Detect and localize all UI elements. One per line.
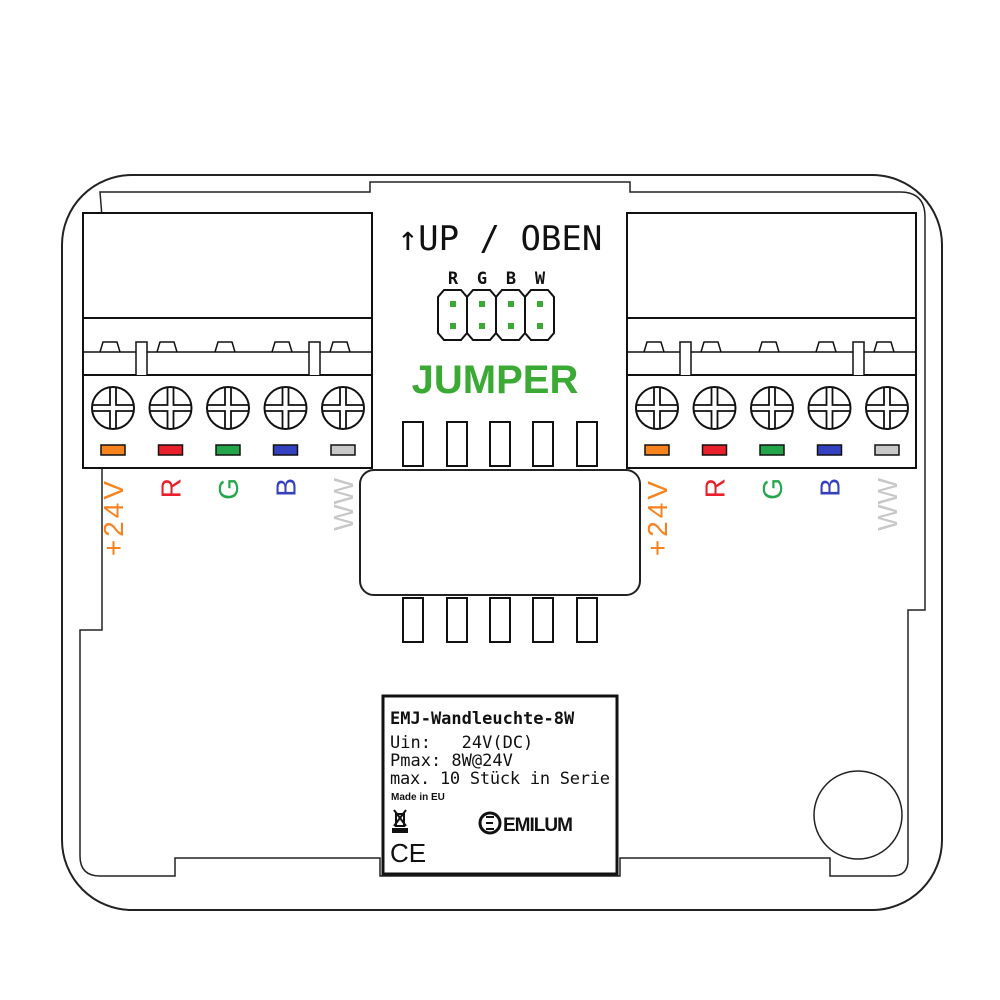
jumper-pin-label: W — [535, 269, 546, 289]
jumper-pin — [479, 301, 485, 307]
contact-pad — [576, 421, 598, 467]
wire-color-marker — [644, 444, 670, 456]
terminal-label: G — [757, 478, 788, 500]
jumper-pin — [479, 323, 485, 329]
nameplate-line-uin: Uin: 24V(DC) — [390, 733, 533, 753]
jumper-pin-pair[interactable] — [495, 289, 526, 341]
connector-left: +24V R G B WW — [82, 113, 373, 556]
screw-icon[interactable] — [148, 171, 193, 430]
terminal-label: B — [815, 478, 846, 497]
screw-icon[interactable] — [692, 386, 737, 715]
jumper-pin — [450, 323, 456, 329]
latch-tab — [99, 341, 121, 353]
center-module — [359, 469, 641, 596]
jumper-pin — [508, 301, 514, 307]
terminal-label: WW — [872, 477, 903, 530]
jumper-title: JUMPER — [412, 358, 579, 402]
latch-tab — [214, 341, 236, 353]
emilum-logo-icon — [478, 811, 502, 835]
divider-rib — [679, 341, 692, 375]
wire-color-marker — [816, 444, 843, 456]
wire-color-marker — [701, 444, 728, 456]
contact-pad — [402, 597, 424, 643]
wire-color-marker — [157, 444, 184, 456]
nameplate-line-pmax: Pmax: 8W@24V — [390, 751, 513, 771]
screw-icon[interactable] — [206, 228, 250, 430]
screw-icon[interactable] — [263, 286, 308, 430]
terminal-label: R — [700, 478, 731, 498]
jumper-pin-pair[interactable] — [437, 289, 468, 341]
wire-color-marker — [215, 444, 241, 456]
contact-pad — [446, 421, 468, 467]
latch-tab — [758, 341, 780, 353]
brand-name: EMILUM — [503, 815, 572, 836]
contact-pad — [402, 421, 424, 467]
latch-tab — [815, 341, 837, 353]
terminal-label: B — [271, 478, 302, 497]
pads-bottom — [402, 597, 598, 643]
divider-rib — [135, 341, 148, 375]
terminal-label: WW — [328, 477, 359, 530]
contact-pad — [532, 421, 554, 467]
housing-outer-outline — [61, 174, 943, 911]
screw-icon[interactable] — [750, 386, 794, 772]
divider-rib — [308, 341, 321, 375]
contact-pad — [576, 597, 598, 643]
wire-color-marker — [100, 444, 126, 456]
contact-pad — [446, 597, 468, 643]
screw-icon[interactable] — [321, 343, 365, 430]
screw-icon[interactable] — [807, 386, 852, 830]
latch-tab — [700, 341, 722, 353]
contact-pad — [532, 597, 554, 643]
nameplate-origin: Made in EU — [391, 792, 445, 803]
jumper-pin-label: R — [448, 269, 459, 289]
nameplate-title: EMJ-Wandleuchte-8W — [390, 709, 575, 729]
wire-color-marker — [330, 444, 356, 456]
latch-tab — [873, 341, 895, 353]
wire-color-marker — [272, 444, 299, 456]
divider-rib — [852, 341, 865, 375]
latch-tab — [156, 341, 178, 353]
pads-top — [402, 421, 598, 467]
terminal-label: +24V — [98, 478, 129, 556]
connector-right: +24V R G B WW — [626, 212, 917, 887]
screw-icon[interactable] — [865, 386, 909, 887]
nameplate: EMJ-Wandleuchte-8W Uin: 24V(DC) Pmax: 8W… — [381, 694, 619, 876]
ce-mark: CE — [390, 838, 426, 868]
wire-color-marker — [759, 444, 785, 456]
screw-icon[interactable] — [635, 386, 679, 657]
jumper-pin-pair[interactable] — [524, 289, 555, 341]
jumper-pin — [537, 323, 543, 329]
wire-color-marker — [874, 444, 900, 456]
jumper-pin — [508, 323, 514, 329]
terminal-label: +24V — [642, 478, 673, 556]
jumper-pin-label: G — [477, 269, 487, 289]
latch-tab — [643, 341, 665, 353]
terminal-label: G — [213, 478, 244, 500]
jumper-pin-label: B — [506, 269, 516, 289]
jumper-pin — [450, 301, 456, 307]
latch-tab — [271, 341, 293, 353]
weee-bin-icon — [392, 809, 408, 833]
terminal-label: R — [156, 478, 187, 498]
up-label: ↑UP / OBEN — [398, 219, 603, 259]
nameplate-border — [381, 694, 619, 876]
mounting-hole — [813, 770, 903, 860]
jumper-pin — [537, 301, 543, 307]
contact-pad — [489, 597, 511, 643]
jumper-pin-pair[interactable] — [466, 289, 497, 341]
screw-icon[interactable] — [91, 113, 135, 430]
latch-tab — [329, 341, 351, 353]
nameplate-line-series: max. 10 Stück in Serie — [390, 769, 610, 789]
contact-pad — [489, 421, 511, 467]
